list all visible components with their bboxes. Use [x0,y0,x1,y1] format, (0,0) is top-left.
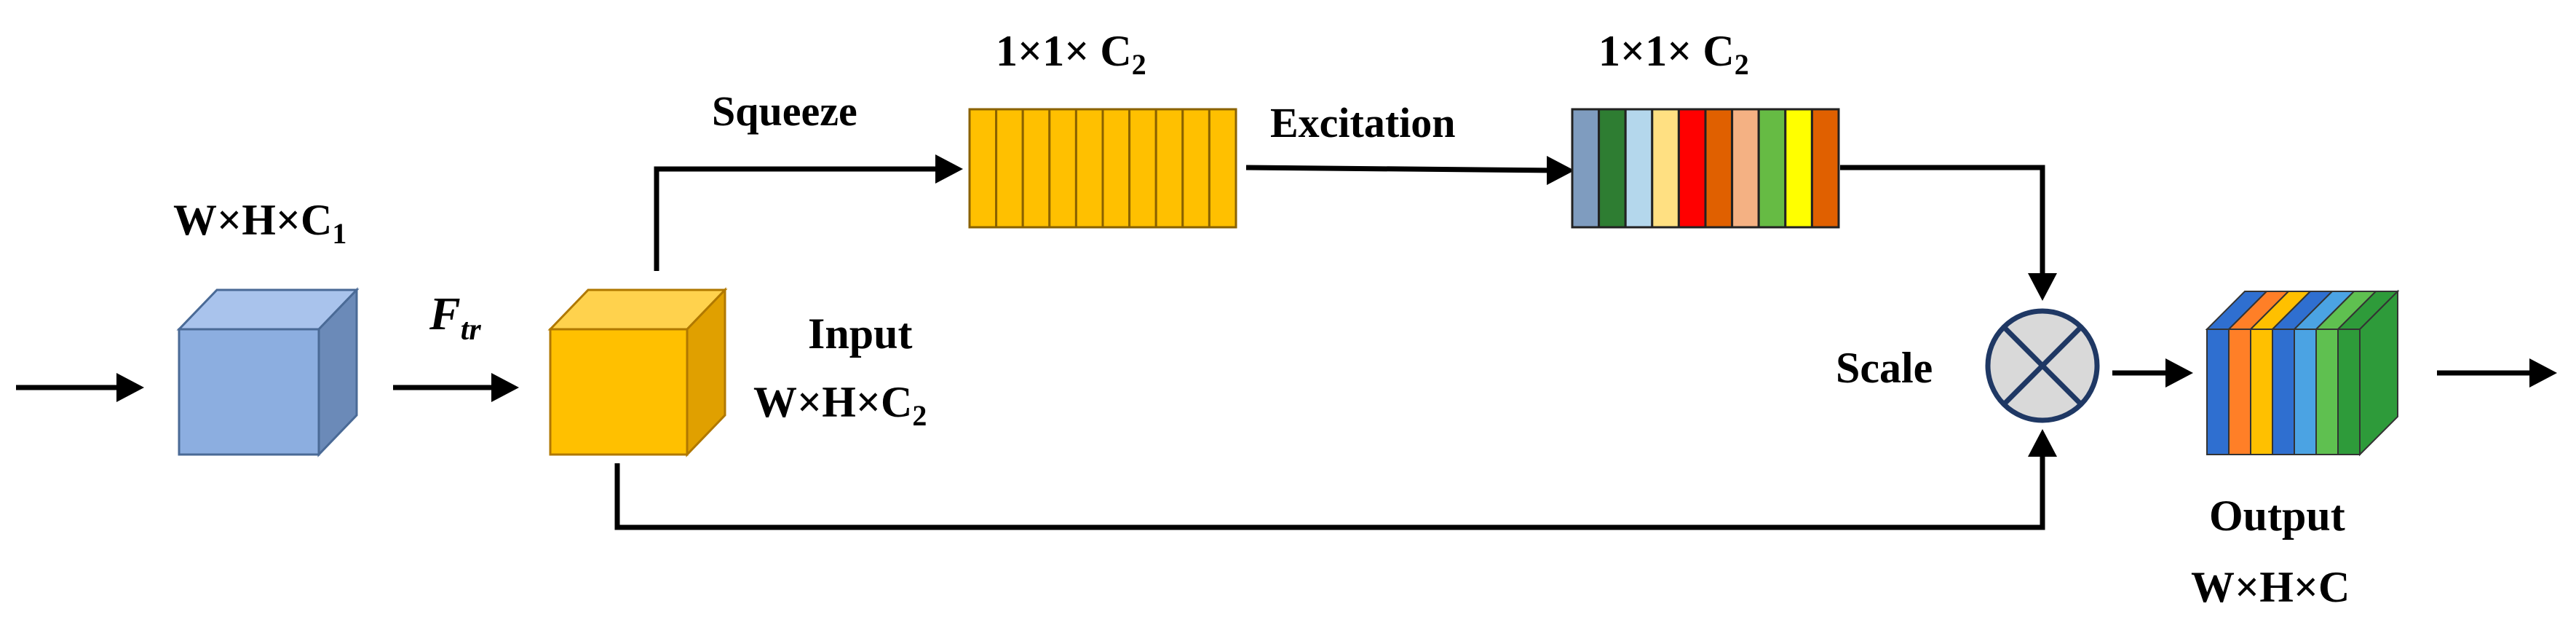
output-slice [2206,329,2230,455]
output-title-label: Output [2209,492,2345,540]
excitation-cell [1677,108,1707,229]
output-slice [2315,329,2339,455]
output-slice-side [2359,289,2398,457]
squeeze-dim-label: 1×1× C2 [996,27,1146,81]
skip-connection-arrow [614,429,2057,530]
scale-label: Scale [1836,344,1933,392]
scale-operator [1985,308,2100,423]
excitation-dim-label: 1×1× C2 [1598,27,1749,81]
squeeze-cell [1208,108,1237,229]
squeeze-cell [1154,108,1184,229]
input-feature-cube [176,287,360,457]
excitation-cell [1624,108,1654,229]
output-arrow [2437,358,2557,388]
output-slice [2294,329,2317,455]
excitation-to-scale-arrow [1840,165,2057,301]
output-feature-stack [2205,289,2400,457]
squeeze-cell [995,108,1024,229]
transformed-feature-cube [547,287,728,457]
squeeze-cell [1048,108,1077,229]
excitation-cell [1571,108,1601,229]
squeeze-cell [1021,108,1051,229]
output-dim-label: W×H×C [2191,563,2350,611]
excitation-cell [1731,108,1760,229]
output-slice [2228,329,2251,455]
cube2-front [549,328,689,456]
excitation-cell [1757,108,1787,229]
squeeze-vector [968,108,1237,229]
excitation-vector [1571,108,1840,229]
excitation-arrow [1245,156,1574,185]
scale-to-output-arrow [2112,358,2193,388]
output-slice [2337,329,2361,455]
excitation-cell [1651,108,1680,229]
excitation-cell [1704,108,1734,229]
excitation-cell [1784,108,1813,229]
input-title-label: Input [808,310,912,358]
squeeze-cell [1128,108,1157,229]
ftr-arrow [393,373,519,402]
excitation-cell [1598,108,1627,229]
input-dim-label: W×H×C2 [753,378,927,432]
input-arrow [16,373,144,402]
squeeze-cell [968,108,998,229]
squeeze-cell [1074,108,1104,229]
squeeze-arrow [654,154,963,271]
cube1-dim-label: W×H×C1 [173,196,346,250]
excitation-cell [1810,108,1840,229]
output-slice [2250,329,2273,455]
squeeze-cell [1181,108,1210,229]
squeeze-cell [1101,108,1131,229]
ftr-label: Ftr [429,288,481,347]
squeeze-label: Squeeze [712,87,857,135]
excitation-label: Excitation [1270,99,1456,146]
cube1-front [178,328,320,456]
output-slice [2272,329,2295,455]
